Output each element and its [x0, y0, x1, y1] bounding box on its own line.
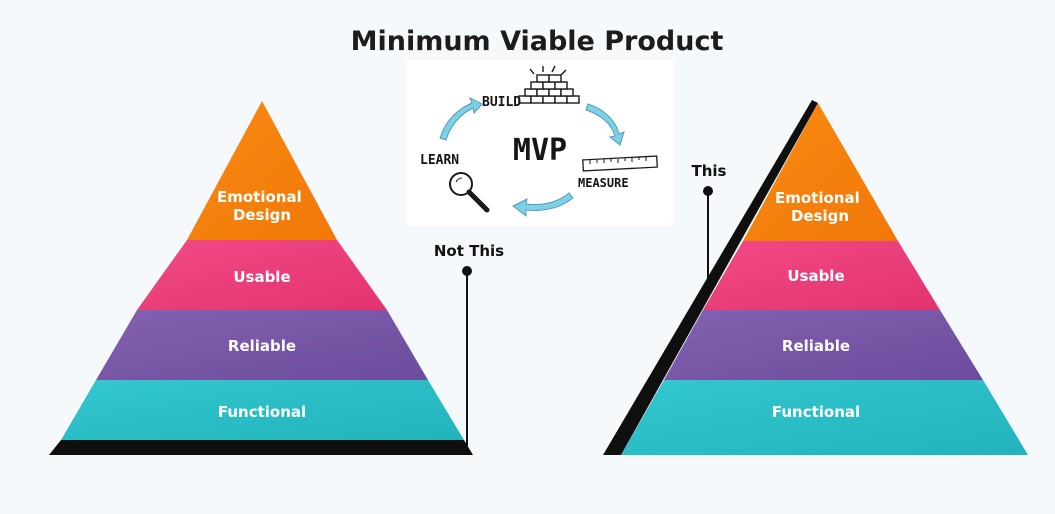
left-callout-dot [462, 266, 472, 276]
right-pyramid-side-shadow [603, 100, 818, 455]
left-layer-usable [137, 240, 387, 310]
bricks-icon [518, 65, 580, 104]
left-label-emotional-design: Emotional Design [217, 188, 307, 224]
left-label-reliable: Reliable [228, 337, 296, 355]
right-layer-usable [703, 241, 940, 310]
cycle-step-learn: LEARN [420, 153, 459, 168]
left-label-emotional-line1: Emotional [217, 188, 302, 206]
cycle-center-label: MVP [513, 133, 567, 168]
right-layer-reliable [664, 310, 983, 380]
right-label-emotional-line1: Emotional [775, 189, 860, 207]
cycle-arrows [439, 96, 625, 218]
diagram-title: Minimum Viable Product [351, 26, 724, 57]
left-label-usable: Usable [233, 268, 290, 286]
right-label-reliable: Reliable [782, 337, 850, 355]
right-layer-functional [621, 380, 1028, 455]
right-callout-label: This [692, 162, 727, 180]
left-label-functional: Functional [218, 403, 306, 421]
right-label-functional: Functional [772, 403, 860, 421]
right-callout-dot [703, 186, 713, 196]
ruler-icon [582, 155, 658, 172]
mvp-cycle-sketch: BUILD MVP MEASURE LEARN [406, 60, 674, 226]
left-layer-reliable [96, 310, 428, 380]
left-layer-emotional-design [187, 101, 337, 240]
right-label-emotional-design: Emotional Design [775, 189, 865, 225]
left-label-emotional-line2: Design [233, 206, 291, 224]
left-callout-label: Not This [434, 242, 504, 260]
left-pyramid-base-shadow [49, 440, 473, 455]
arrow-learn-to-build-icon [439, 96, 483, 141]
right-label-usable: Usable [787, 267, 844, 285]
right-pyramid: Emotional Design Usable Reliable Functio… [603, 100, 1028, 455]
cycle-step-build: BUILD [482, 95, 521, 110]
arrow-measure-to-learn-icon [512, 192, 574, 218]
left-pyramid: Emotional Design Usable Reliable Functio… [49, 101, 504, 455]
right-layer-emotional-design [743, 103, 898, 241]
arrow-build-to-measure-icon [585, 103, 625, 146]
cycle-step-measure: MEASURE [578, 176, 629, 190]
right-label-emotional-line2: Design [791, 207, 849, 225]
left-layer-functional [61, 380, 464, 440]
magnifier-icon [449, 172, 490, 213]
